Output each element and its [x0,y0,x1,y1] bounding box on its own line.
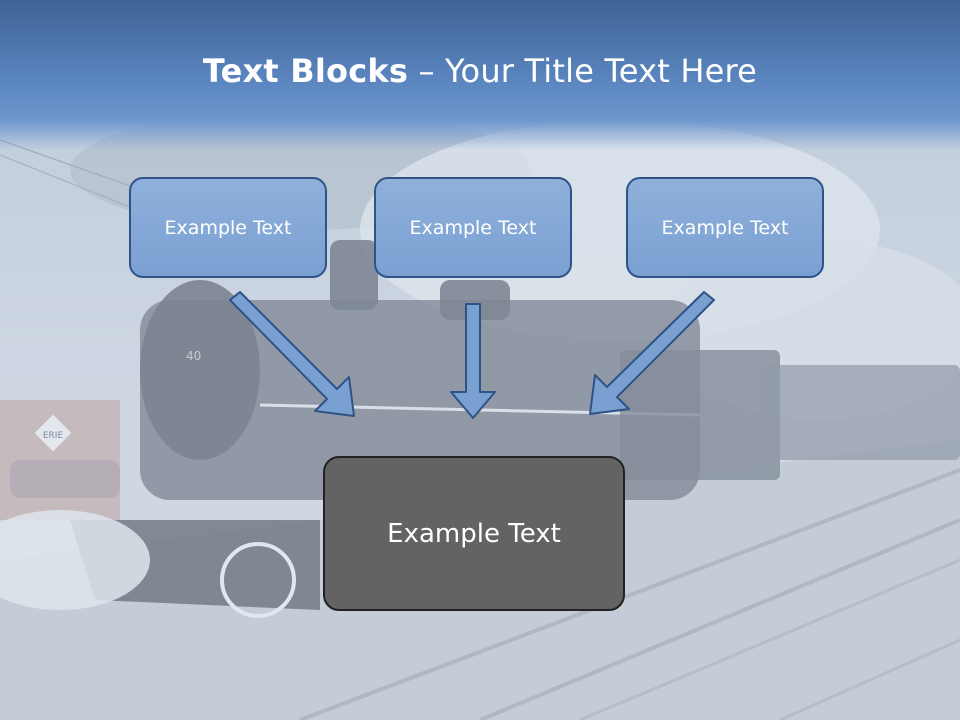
title-bar [0,0,960,150]
title-rest: – Your Title Text Here [408,52,758,90]
text-box-3-label: Example Text [661,216,789,239]
text-box-1[interactable]: Example Text [129,177,327,278]
main-text-box[interactable]: Example Text [323,456,625,611]
locomotive-number: 40 [186,349,201,363]
text-box-2[interactable]: Example Text [374,177,572,278]
erie-sign: ERIE [43,431,64,441]
text-box-3[interactable]: Example Text [626,177,824,278]
title-bold: Text Blocks [202,52,409,90]
text-box-1-label: Example Text [164,216,292,239]
text-box-2-label: Example Text [409,216,537,239]
main-text-box-label: Example Text [387,518,561,549]
slide-title: Text Blocks – Your Title Text Here [0,52,960,90]
